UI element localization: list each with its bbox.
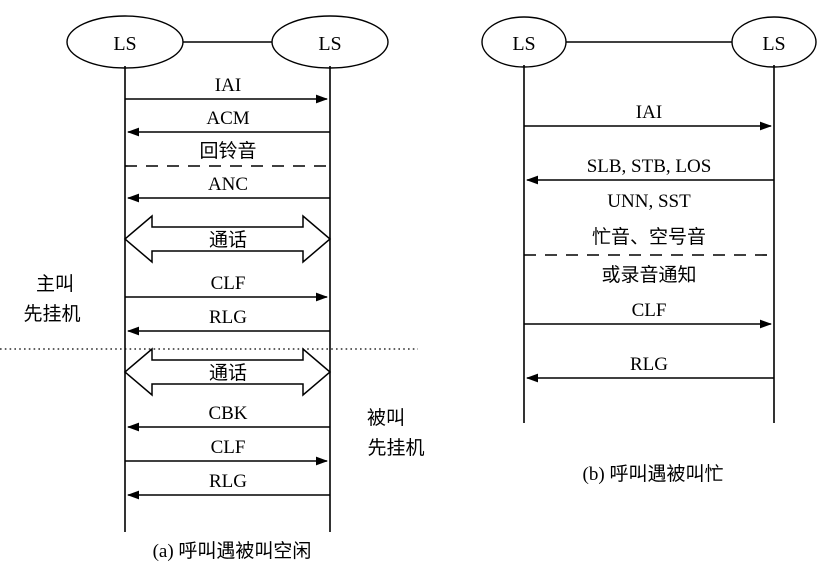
- message-label-b-4: 或录音通知: [601, 264, 696, 286]
- message-label-b-3: 忙音、空号音: [592, 226, 706, 248]
- side-label-a-callee-line1: 被叫: [367, 407, 405, 429]
- message-label-a-4: 通话: [209, 229, 247, 251]
- diagram-a: LS LS IAI ACM 回铃音 ANC 通话 CLF RLG: [0, 15, 425, 562]
- message-label-a-6: RLG: [209, 307, 247, 328]
- message-label-a-0: IAI: [215, 75, 241, 96]
- diagram-b: LS LS IAI SLB, STB, LOS UNN, SST 忙音、空号音 …: [481, 16, 817, 485]
- node-label-a-left: LS: [113, 33, 136, 55]
- message-label-a-1: ACM: [206, 108, 249, 129]
- message-label-b-2: UNN, SST: [607, 191, 691, 212]
- caption-a: (a) 呼叫遇被叫空闲: [153, 540, 312, 562]
- message-label-b-1: SLB, STB, LOS: [587, 156, 712, 177]
- node-label-b-right: LS: [762, 33, 785, 55]
- message-label-a-2: 回铃音: [199, 140, 256, 162]
- message-label-a-3: ANC: [208, 174, 248, 195]
- message-label-a-8: CBK: [208, 403, 247, 424]
- block-arrow-a-4: [123, 214, 332, 264]
- message-label-b-5: CLF: [632, 300, 667, 321]
- block-arrow-a-7: [123, 347, 332, 397]
- message-label-a-9: CLF: [211, 437, 246, 458]
- side-label-a-caller-line1: 主叫: [36, 273, 74, 295]
- caption-b: (b) 呼叫遇被叫忙: [583, 463, 724, 485]
- message-label-a-7: 通话: [209, 362, 247, 384]
- message-label-b-0: IAI: [636, 102, 662, 123]
- side-label-a-caller-line2: 先挂机: [23, 303, 80, 325]
- message-label-b-6: RLG: [630, 354, 668, 375]
- node-label-a-right: LS: [318, 33, 341, 55]
- message-label-a-5: CLF: [211, 273, 246, 294]
- message-label-a-10: RLG: [209, 471, 247, 492]
- side-label-a-callee-line2: 先挂机: [367, 437, 424, 459]
- node-label-b-left: LS: [512, 33, 535, 55]
